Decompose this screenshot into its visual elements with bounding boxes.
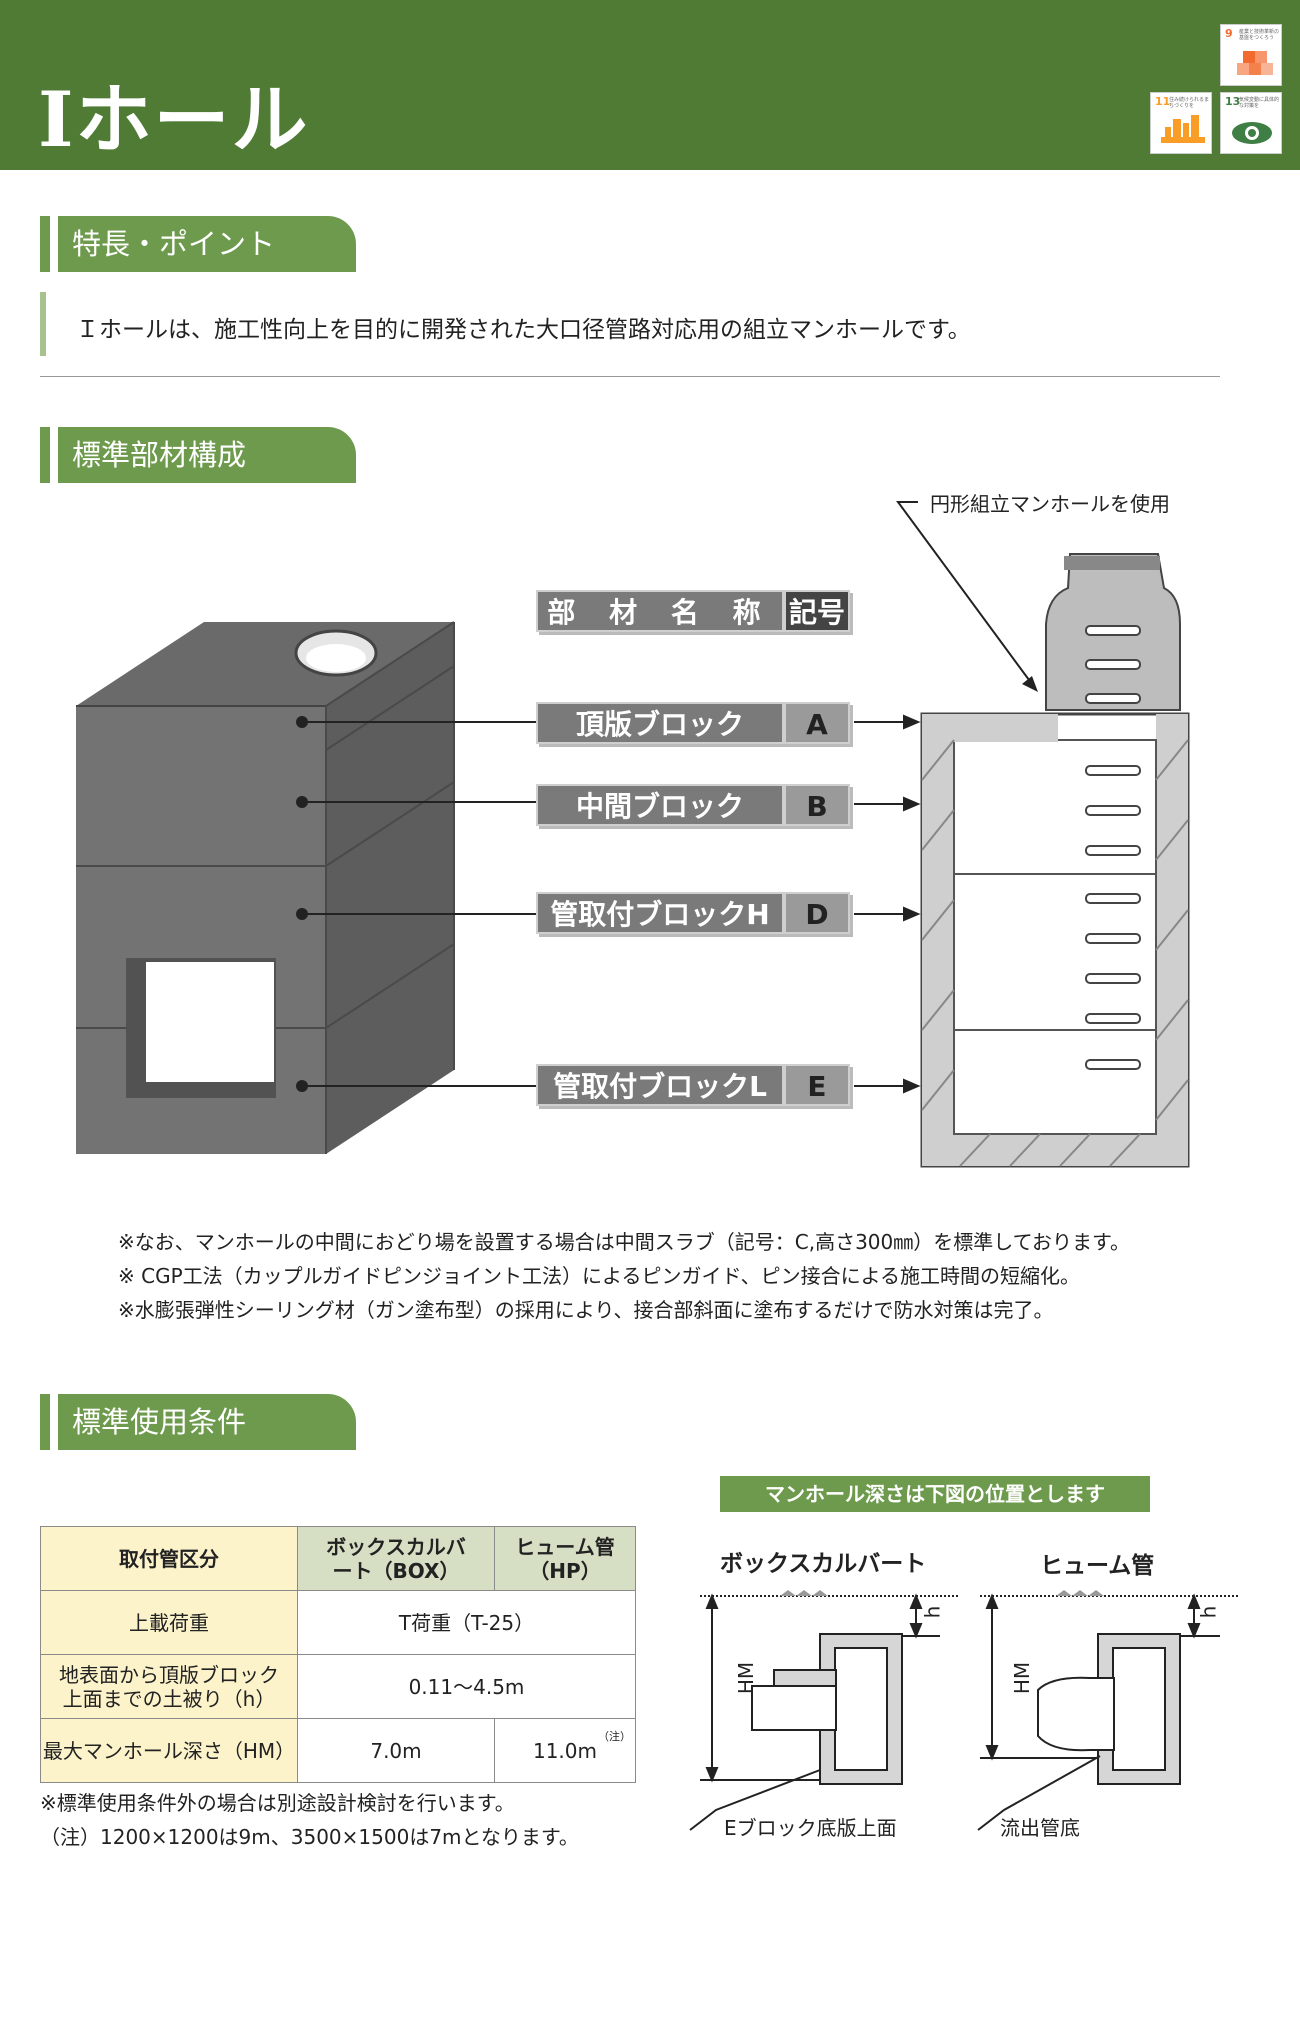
note-item: ※ CGP工法（カップルガイドピンジョイント工法）によるピンガイド、ピン接合によ… <box>118 1264 1081 1288</box>
row-label: 最大マンホール深さ（HM） <box>40 1718 298 1783</box>
intro-text: Ｉホールは、施工性向上を目的に開発された大口径管路対応用の組立マンホールです。 <box>76 317 971 343</box>
table-header-box: ボックスカルバート（BOX） <box>297 1526 495 1591</box>
row-value-hp: 11.0m （注） <box>494 1718 636 1783</box>
divider <box>40 376 1220 377</box>
header-banner: Iホール 9 産業と技術革新の基盤をつくろう 11 住み続けられるまちづくりを … <box>0 0 1300 170</box>
hp-bottom-label: 流出管底 <box>1000 1816 1080 1840</box>
notes-list: ※なお、マンホールの中間におどり場を設置する場合は中間スラブ（記号：C,高さ30… <box>118 1225 1130 1327</box>
table-footnotes: ※標準使用条件外の場合は別途設計検討を行います。 （注）1200×1200は9m… <box>40 1786 579 1854</box>
part-name-pipe-block-h: 管取付ブロックH <box>536 892 784 934</box>
part-name-top-slab: 頂版ブロック <box>536 702 784 744</box>
table-row: 地表面から頂版ブロック上面までの土被り（h） 0.11～4.5m <box>40 1654 636 1719</box>
part-symbol-e: E <box>784 1064 850 1106</box>
hm-label-box: HM <box>734 1661 759 1695</box>
table-row: 上載荷重 T荷重（T-25） <box>40 1590 636 1655</box>
footnote: （注）1200×1200は9m、3500×1500は7mとなります。 <box>40 1825 579 1849</box>
table-row: 最大マンホール深さ（HM） 7.0m 11.0m （注） <box>40 1718 636 1783</box>
manhole-cross-section <box>896 501 1190 1168</box>
table-header-hp: ヒューム管（HP） <box>494 1526 636 1591</box>
box-culvert-title: ボックスカルバート <box>720 1551 927 1577</box>
sdg-9-icon: 9 産業と技術革新の基盤をつくろう <box>1220 24 1282 86</box>
part-symbol-a: A <box>784 702 850 744</box>
part-symbol-d: D <box>784 892 850 934</box>
parts-header-name: 部 材 名 称 <box>536 590 784 632</box>
part-name-middle-block: 中間ブロック <box>536 784 784 826</box>
h-label-hp: h <box>1196 1605 1221 1619</box>
part-name-pipe-block-l: 管取付ブロックL <box>536 1064 784 1106</box>
circular-manhole-note: 円形組立マンホールを使用 <box>930 492 1170 516</box>
h-label-box: h <box>920 1605 945 1619</box>
sdg-13-icon: 13 気候変動に具体的な対策を <box>1220 92 1282 154</box>
hume-pipe-title: ヒューム管 <box>1040 1553 1155 1579</box>
hm-label-hp: HM <box>1010 1661 1035 1695</box>
note-item: ※水膨張弾性シーリング材（ガン塗布型）の採用により、接合部斜面に塗布するだけで防… <box>118 1298 1054 1322</box>
block-3d-illustration <box>76 621 455 1154</box>
table-header-category: 取付管区分 <box>40 1526 298 1591</box>
part-symbol-b: B <box>784 784 850 826</box>
sdg-11-icon: 11 住み続けられるまちづくりを <box>1150 92 1212 154</box>
row-label: 上載荷重 <box>40 1590 298 1655</box>
depth-banner: マンホール深さは下図の位置とします <box>720 1476 1150 1512</box>
row-value-box: 7.0m <box>297 1718 495 1783</box>
parts-header-symbol: 記号 <box>784 590 850 632</box>
row-value: T荷重（T-25） <box>297 1590 636 1655</box>
box-bottom-label: Eブロック底版上面 <box>724 1816 897 1840</box>
component-diagram <box>76 501 1190 1168</box>
section-title: 標準使用条件 <box>58 1394 356 1450</box>
note-item: ※なお、マンホールの中間におどり場を設置する場合は中間スラブ（記号：C,高さ30… <box>118 1230 1131 1254</box>
row-value: 0.11～4.5m <box>297 1654 636 1719</box>
row-label: 地表面から頂版ブロック上面までの土被り（h） <box>40 1654 298 1719</box>
conditions-table: 取付管区分 ボックスカルバート（BOX） ヒューム管（HP） 上載荷重 T荷重（… <box>40 1526 636 1783</box>
page-title: Iホール <box>38 75 310 164</box>
section-title: 特長・ポイント <box>58 216 356 272</box>
intro-block: Ｉホールは、施工性向上を目的に開発された大口径管路対応用の組立マンホールです。 <box>40 292 1220 356</box>
section-title: 標準部材構成 <box>58 427 356 483</box>
depth-diagram <box>689 1590 1240 1831</box>
footnote: ※標準使用条件外の場合は別途設計検討を行います。 <box>40 1791 515 1815</box>
